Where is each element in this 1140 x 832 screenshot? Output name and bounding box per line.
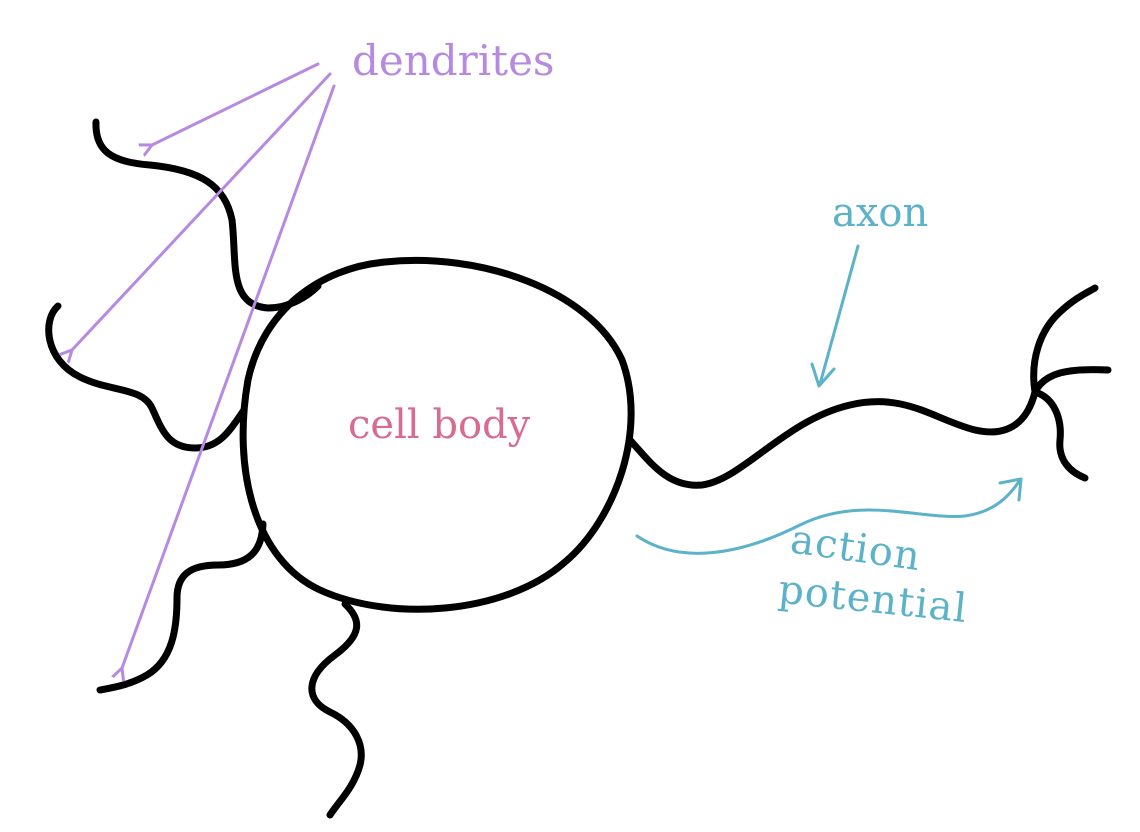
- axon-arrow: [812, 246, 858, 386]
- axon-terminal-right: [1035, 370, 1108, 392]
- dendrite-middle: [49, 306, 244, 448]
- dendrites-label: dendrites: [352, 36, 554, 85]
- dendrite-bottom: [312, 604, 361, 815]
- axon-outline: [630, 392, 1035, 485]
- action-potential-label-line2: potential: [776, 567, 969, 633]
- axon-terminal-top: [1034, 288, 1095, 392]
- dendrite-arrow-1: [152, 64, 318, 145]
- axon-label: axon: [832, 190, 928, 236]
- dendrite-upper: [96, 122, 318, 308]
- axon-arrow-line: [820, 246, 858, 384]
- dendrite-arrow-2: [72, 74, 330, 350]
- cell-body-label: cell body: [348, 402, 531, 448]
- neuron: [49, 122, 1108, 815]
- axon-terminal-bottom: [1035, 392, 1085, 478]
